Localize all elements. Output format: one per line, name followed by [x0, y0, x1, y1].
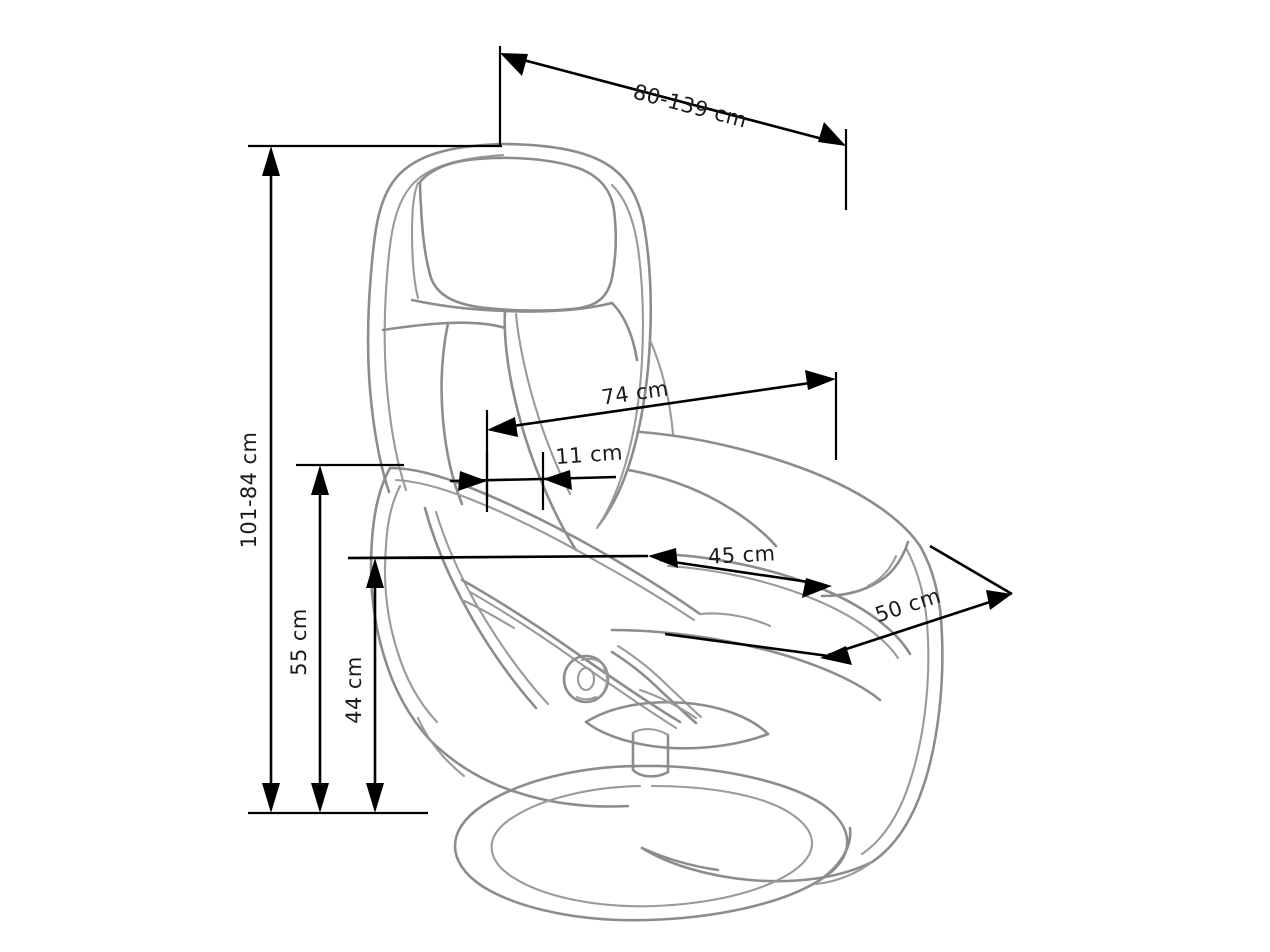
seat-height-arrow-bottom — [366, 783, 384, 813]
right-armrest-fold-inner — [866, 554, 898, 588]
dimension-armrest-offset: 11 cm — [449, 440, 624, 512]
seat-width-arrow-right — [802, 578, 832, 598]
armrest-offset-arrow-left — [458, 471, 487, 491]
recline-lever[interactable] — [610, 650, 698, 725]
left-armrest-bowl-seam — [434, 510, 550, 706]
dimension-label-seat-width: 45 cm — [707, 541, 776, 568]
armrest-offset-arrow-right — [543, 470, 572, 490]
armrest-flank-detail — [460, 598, 516, 630]
backrest-left-inner-edge — [383, 153, 505, 492]
backrest-top-right-edge — [498, 142, 653, 527]
headrest-inner-seam — [410, 181, 420, 300]
dimension-total-height-range: 101-84 cm — [237, 144, 502, 815]
right-side-panel-outer — [870, 544, 944, 864]
swivel-plate-top — [584, 700, 770, 736]
depth-arrow-right — [818, 122, 846, 146]
swivel-plate-bottom — [584, 720, 770, 750]
dimension-seat-height: 44 cm — [342, 556, 452, 813]
backrest-width-arrow-right — [805, 370, 836, 390]
seat-right-under-panel — [698, 612, 772, 628]
seat-depth-dim-line — [827, 598, 997, 657]
left-armrest-front-sweep — [369, 466, 432, 742]
left-armrest-top-inner — [394, 478, 696, 622]
dimension-depth-range: 80-139 cm — [498, 46, 848, 210]
dimension-armrest-height: 55 cm — [287, 463, 404, 813]
base-disc-inner-rim — [490, 784, 814, 908]
dimension-label-depth-range: 80-139 cm — [631, 80, 750, 133]
chair-body-right-lower — [640, 846, 720, 872]
total-height-arrow-bottom — [262, 783, 280, 813]
backrest-left-panel-seam — [440, 321, 464, 506]
recline-lever-inner — [616, 644, 703, 719]
seat-depth-leader-upper — [929, 544, 1013, 596]
control-knob-inner — [576, 666, 596, 692]
dimension-label-seat-height: 44 cm — [342, 656, 366, 723]
seat-hinge-arm — [638, 688, 698, 720]
seat-depth-arrow-lower — [820, 646, 852, 665]
left-armrest-front-sweep-inner — [384, 484, 439, 724]
backrest-left-edge — [366, 142, 502, 494]
armrest-height-arrow-top — [311, 465, 329, 495]
backrest-right-shadow — [648, 338, 675, 436]
seat-depth-leader-lower — [664, 632, 837, 659]
backrest-width-arrow-left — [487, 417, 518, 437]
backrest-right-inner-edge — [595, 183, 644, 530]
control-knob-segment-right — [602, 666, 609, 693]
headrest-cushion — [418, 156, 618, 312]
control-knob-segment-top — [580, 657, 602, 664]
left-armrest-top — [388, 466, 702, 616]
seat-width-leader-left — [347, 554, 649, 560]
seat-depth-arrow-upper — [986, 590, 1012, 610]
dimension-label-total-height-range: 101-84 cm — [237, 432, 261, 549]
seat-pan-left-edge — [460, 578, 682, 724]
backrest-lumbar-left-seam — [381, 321, 507, 332]
depth-dim-line — [511, 55, 835, 144]
seat-cushion-front-edge — [610, 628, 882, 702]
dimension-seat-width: 45 cm — [347, 541, 832, 598]
pedestal-column-top-ellipse — [631, 728, 670, 737]
backrest-width-dim-line — [498, 379, 825, 430]
backrest-bottom-right — [626, 468, 778, 548]
total-height-arrow-top — [262, 146, 280, 176]
side-panel-base-connector — [814, 860, 874, 886]
control-knob-segment-bottom — [575, 695, 598, 701]
armrest-height-arrow-bottom — [311, 783, 329, 813]
backrest-center-seam — [503, 309, 578, 552]
seat-height-arrow-top — [366, 558, 384, 588]
right-side-panel-inner-seam — [860, 546, 930, 856]
depth-arrow-left — [500, 53, 528, 76]
backrest-right-panel-seam — [610, 301, 639, 362]
base-disc-outer — [453, 764, 849, 922]
seat-width-arrow-left — [648, 548, 678, 568]
chair-outline-group — [366, 142, 944, 922]
dimension-label-armrest-offset: 11 cm — [555, 440, 624, 469]
chair-body-lower-front — [428, 738, 630, 808]
pedestal-column-bottom — [631, 768, 670, 778]
dimension-label-armrest-height: 55 cm — [287, 608, 311, 675]
chair-body-left-lower — [416, 716, 466, 778]
right-armrest-fold — [820, 540, 910, 598]
right-side-panel-bottom — [640, 846, 874, 883]
backrest-center-seam-2 — [514, 312, 572, 496]
seat-back-cushion-top — [638, 430, 922, 548]
base-right-sweep — [818, 826, 852, 882]
seat-width-dim-line — [659, 558, 823, 586]
